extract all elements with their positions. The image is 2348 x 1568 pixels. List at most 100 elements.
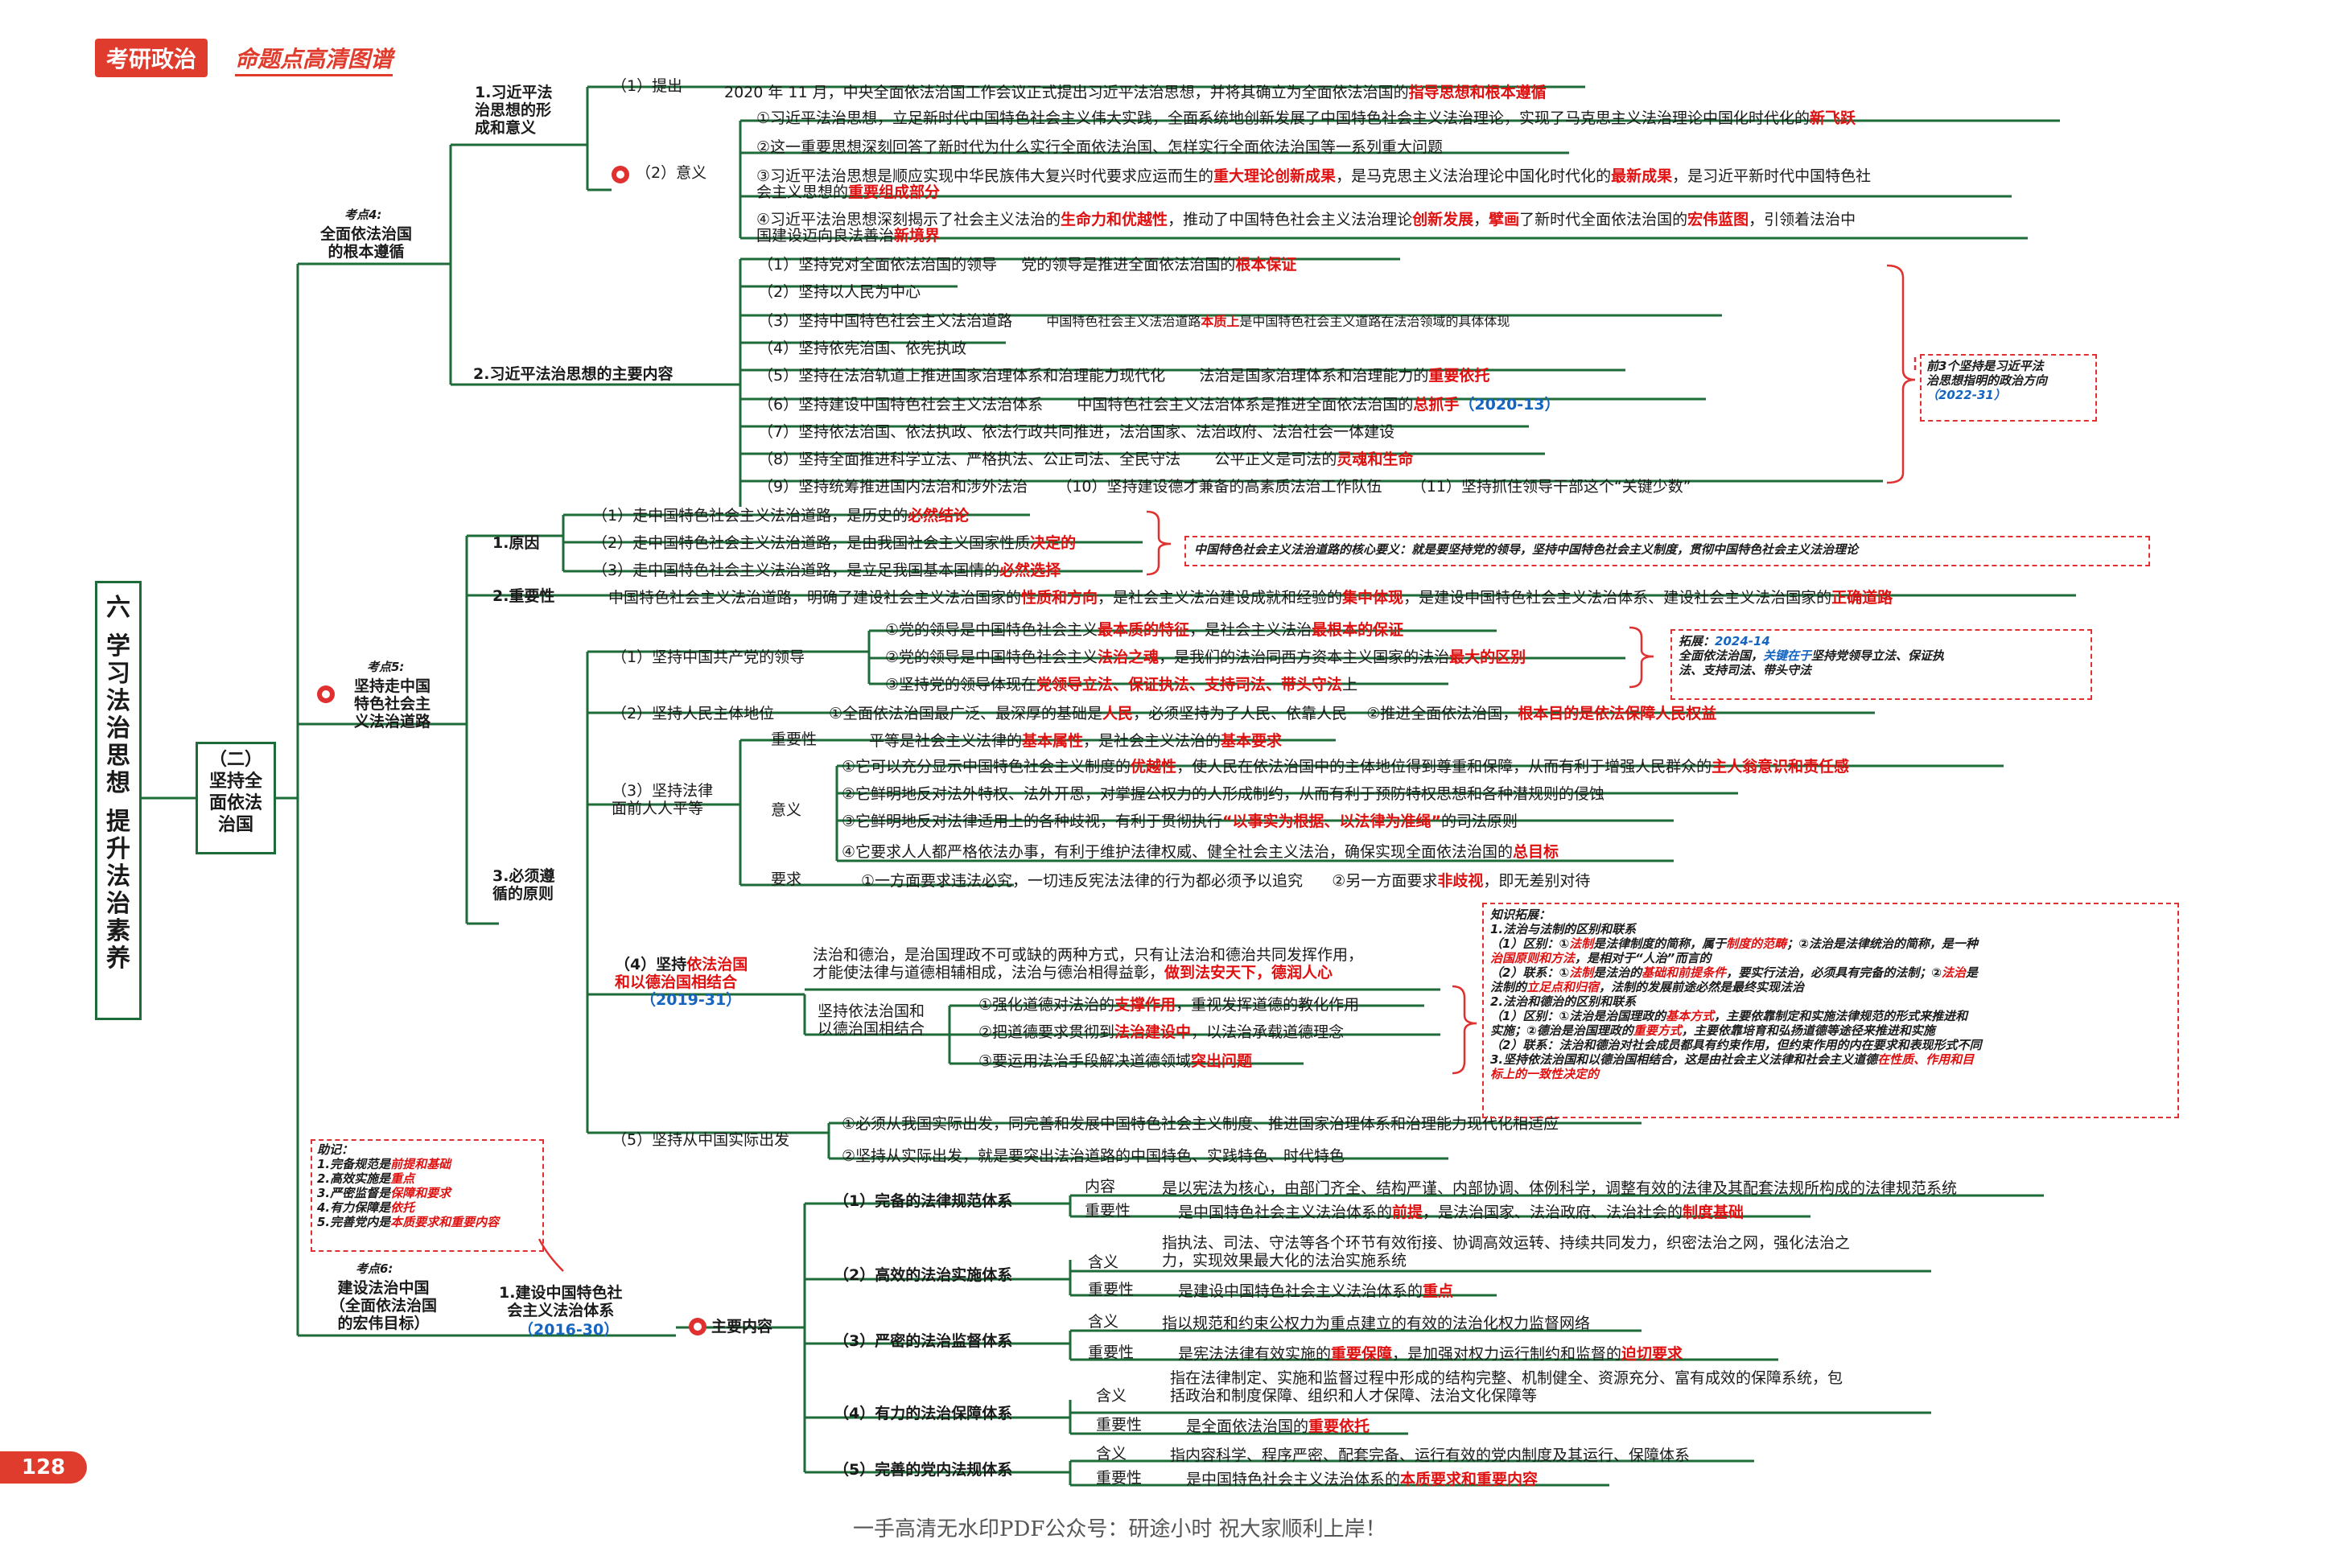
b3-p3-requirement-label: 要求 xyxy=(771,870,802,888)
kaodian-5-title: 坚持走中国特色社会主义法治道路 xyxy=(354,677,431,730)
b3-p3-importance-label: 重要性 xyxy=(771,730,818,748)
b1-reason-3: （3）走中国特色社会主义法治道路，是立足我国基本国情的必然选择 xyxy=(592,562,1061,579)
chapter-title-char: 学 xyxy=(106,632,130,661)
kaodian-6-title: 建设法治中国（全面依法治国的宏伟目标） xyxy=(330,1279,438,1332)
b3-p1-c: ③坚持党的领导体现在党领导立法、保证执法、支持司法、带头守法上 xyxy=(885,676,1358,693)
chapter-title-char: 养 xyxy=(106,945,130,973)
b3-p3-importance: 平等是社会主义法律的基本属性，是社会主义法治的基本要求 xyxy=(869,732,1283,750)
a2-item-4: （4）坚持依宪治国、依宪执政 xyxy=(758,340,967,357)
c-s4-meaning-label: 含义 xyxy=(1096,1387,1127,1405)
c-s2-importance-label: 重要性 xyxy=(1088,1281,1135,1298)
a2-item-5: （5）坚持在法治轨道上推进国家治理体系和治理能力现代化 法治是国家治理体系和治理… xyxy=(758,367,1490,385)
b3-p4-s3: ③要运用法治手段解决道德领域突出问题 xyxy=(978,1052,1253,1070)
b3-p4-text-1: 法治和德治，是治国理政不可或缺的两种方式，只有让法治和德治共同发挥作用， xyxy=(813,946,1364,964)
topic-a2-title: 2.习近平法治思想的主要内容 xyxy=(473,365,674,383)
a2-note-box xyxy=(1920,354,2097,422)
key-point-icon xyxy=(689,1318,706,1335)
a1-propose-text: 2020 年 11 月，中央全面依法治国工作会议正式提出习近平法治思想，并将其确… xyxy=(724,84,1547,101)
b3-p5-b: ②坚持从实际出发，就是要突出法治道路的中国特色、实践特色、时代特色 xyxy=(842,1147,1345,1165)
chapter-title-char: 想 xyxy=(106,769,130,797)
chapter-title-char: 提 xyxy=(106,808,130,836)
b3-p1-note-box xyxy=(1670,629,2092,700)
knowledge-text: 知识拓展： 1.法治与法制的区别和联系 （1）区别：①法制是法律制度的简称，属于… xyxy=(1490,907,1982,1081)
b1-reason-2: （2）走中国特色社会主义法治道路，是由我国社会主义国家性质决定的 xyxy=(592,534,1077,552)
b1-note-box xyxy=(1184,536,2150,566)
c-s2-meaning-2: 力，实现效果最大化的法治实施系统 xyxy=(1162,1252,1407,1270)
b3-p4-s1: ①强化道德对法治的支撑作用，重视发挥道德的教化作用 xyxy=(978,996,1360,1014)
memo-text: 助记： 1.完备规范是前提和基础 2.高效实施是重点 3.严密监督是保障和要求 … xyxy=(317,1142,500,1229)
c-s5-meaning: 指内容科学、程序严密、配套完备、运行有效的党内制度及其运行、保障体系 xyxy=(1170,1447,1691,1464)
c-s3-meaning-label: 含义 xyxy=(1088,1313,1119,1331)
c-s1-content: 是以宪法为核心，由部门齐全、结构严谨、内部协调、体例科学，调整有效的法律及其配套… xyxy=(1162,1179,1958,1197)
topic-b2-title: 2.重要性 xyxy=(492,587,555,605)
b3-principle-3: （3）坚持法律面前人人平等 xyxy=(612,782,714,817)
chapter-title-char: 治 xyxy=(106,714,130,743)
chapter-title-char: 升 xyxy=(106,835,130,863)
chapter-title-char: 习 xyxy=(106,660,130,688)
chapter-title-char: 治 xyxy=(106,890,130,918)
c-year: （2016-30） xyxy=(518,1321,620,1339)
a1-significance-label: （2）意义 xyxy=(636,164,707,182)
kaodian-4-title: 全面依法治国 的根本遵循 xyxy=(320,225,413,261)
c-s3-importance-label: 重要性 xyxy=(1088,1344,1135,1361)
c-s2-meaning-label: 含义 xyxy=(1088,1253,1119,1271)
b2-text: 中国特色社会主义法治道路，明确了建设社会主义法治国家的性质和方向，是社会主义法治… xyxy=(608,589,1893,607)
b1-reason-1: （1）走中国特色社会主义法治道路，是历史的必然结论 xyxy=(592,507,970,525)
b3-p3-requirement: ①一方面要求违法必究，一切违反宪法法律的行为都必须予以追究 ②另一方面要求非歧视… xyxy=(861,872,1591,890)
c-main-label: 主要内容 xyxy=(711,1318,773,1335)
b3-principle-1: （1）坚持中国共产党的领导 xyxy=(612,648,805,666)
a2-item-7: （7）坚持依法治国、依法执政、依法行政共同推进，法治国家、法治政府、法治社会一体… xyxy=(758,423,1395,441)
c-system-4: （4）有力的法治保障体系 xyxy=(834,1405,1013,1422)
b3-principle-4b: 和以德治国相结合 xyxy=(615,973,738,991)
c-s1-importance-label: 重要性 xyxy=(1085,1202,1131,1220)
c-s4-meaning-2: 括政治和制度保障、组织和人才保障、法治文化保障等 xyxy=(1170,1387,1538,1405)
chapter-title-char: 六 xyxy=(106,594,130,622)
b3-p3-sig-4: ④它要求人人都严格依法办事，有利于维护法律权威、健全社会主义法治，确保实现全面依… xyxy=(842,843,1559,861)
a2-item-1: （1）坚持党对全面依法治国的领导 党的领导是推进全面依法治国的根本保证 xyxy=(758,256,1297,274)
c-system-5: （5）完善的党内法规体系 xyxy=(834,1461,1013,1479)
footer-note: 一手高清无水印PDF公众号：研途小时 祝大家顺利上岸！ xyxy=(853,1517,1386,1541)
b3-principle-5: （5）坚持从中国实际出发 xyxy=(612,1131,790,1149)
c-s5-meaning-label: 含义 xyxy=(1096,1445,1127,1463)
c-s2-meaning-1: 指执法、司法、守法等各个环节有效衔接、协调高效运转、持续共同发力，织密法治之网，… xyxy=(1162,1234,1851,1252)
a2-item-6: （6）坚持建设中国特色社会主义法治体系 中国特色社会主义法治体系是推进全面依法治… xyxy=(758,396,1560,414)
memo-box xyxy=(311,1139,544,1252)
b3-p3-sig-3: ③它鲜明地反对法律适用上的各种歧视，有利于贯彻执行“以事实为根据、以法律为准绳”… xyxy=(842,813,1518,830)
chapter-title: 六学习法治思想提升法治素养 xyxy=(95,581,142,1020)
key-point-icon xyxy=(612,166,629,183)
c-s3-meaning: 指以规范和约束公权力为重点建立的有效的法治化权力监督网络 xyxy=(1162,1315,1591,1332)
c-system-1: （1）完备的法律规范体系 xyxy=(834,1192,1013,1210)
a1-propose-label: （1）提出 xyxy=(612,77,683,95)
a2-note: 前3个坚持是习近平法治思想指明的政治方向（2022-31） xyxy=(1926,359,2048,402)
b3-p1-b: ②党的领导是中国特色社会主义法治之魂，是我们的法治同西方资本主义国家的法治最大的… xyxy=(885,648,1526,666)
chapter-title-char: 素 xyxy=(106,917,130,945)
key-point-icon xyxy=(317,685,335,703)
c-s5-importance-label: 重要性 xyxy=(1096,1469,1143,1487)
c-s4-meaning-1: 指在法律制定、实施和监督过程中形成的结构完整、机制健全、资源充分、富有成效的保障… xyxy=(1170,1369,1843,1387)
c-system-2: （2）高效的法治实施体系 xyxy=(834,1266,1013,1284)
b3-principle-4: （4）坚持依法治国 xyxy=(615,956,748,973)
b3-p1-note: 拓展：2024-14 全面依法治国，关键在于坚持党领导立法、保证执 法、支持司法… xyxy=(1679,634,1945,677)
chapter-title-char: 法 xyxy=(106,862,130,891)
b3-principle-2: （2）坚持人民主体地位 xyxy=(612,705,775,722)
page-number: 128 xyxy=(0,1451,87,1484)
b3-p3-sig-1: ①它可以充分显示中国特色社会主义制度的优越性，使人民在依法治国中的主体地位得到尊… xyxy=(842,758,1850,776)
kaodian-6-tag: 考点6: xyxy=(356,1261,393,1276)
b3-p3-significance-label: 意义 xyxy=(771,801,802,819)
b1-note: 中国特色社会主义法治道路的核心要义：就是要坚持党的领导，坚持中国特色社会主义制度… xyxy=(1194,542,1859,557)
a1-meaning-4b: 国建设迈向良法善治新境界 xyxy=(756,227,941,245)
a2-item-3: （3）坚持中国特色社会主义法治道路 中国特色社会主义法治道路本质上是中国特色社会… xyxy=(758,312,1510,330)
chapter-title-char: 思 xyxy=(106,742,130,770)
subtitle: 命题点高清图谱 xyxy=(235,42,393,76)
b3-p1-a: ①党的领导是中国特色社会主义最本质的特征，是社会主义法治最根本的保证 xyxy=(885,621,1404,639)
chapter-title-char: 法 xyxy=(106,687,130,715)
a1-meaning-1: ①习近平法治思想，立足新时代中国特色社会主义伟大实践，全面系统地创新发展了中国特… xyxy=(756,109,1856,127)
b3-p2-text: ①全面依法治国最广泛、最深厚的基础是人民，必须坚持为了人民、依靠人民 ②推进全面… xyxy=(829,705,1717,722)
b3-p4-sub: 坚持依法治国和以德治国相结合 xyxy=(818,1002,925,1038)
b3-p3-sig-2: ②它鲜明地反对法外特权、法外开恩，对掌握公权力的人形成制约，从而有利于预防特权思… xyxy=(842,785,1605,803)
kaodian-4-tag: 考点4: xyxy=(344,208,382,222)
a2-item-8: （8）坚持全面推进科学立法、严格执法、公正司法、全民守法 公平正义是司法的灵魂和… xyxy=(758,451,1414,468)
brand-badge: 考研政治 xyxy=(95,39,208,77)
topic-b3-title: 3.必须遵循的原则 xyxy=(492,867,555,903)
